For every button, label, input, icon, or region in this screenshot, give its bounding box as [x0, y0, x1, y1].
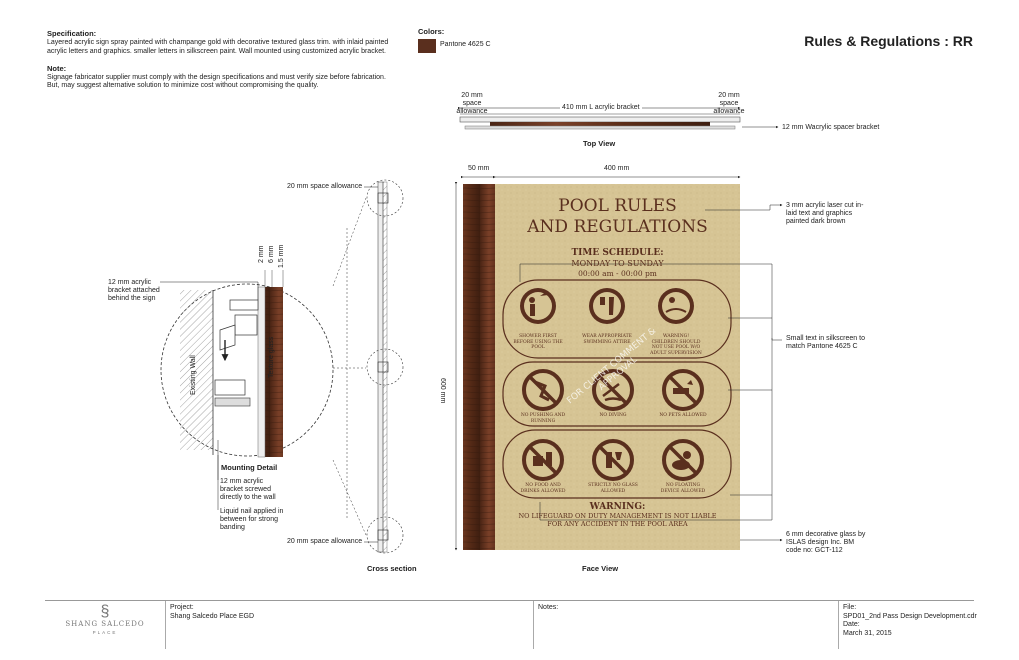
top-view-caption: Top View [583, 139, 616, 148]
spacer-bracket-label: 12 mm Wacrylic spacer bracket [782, 124, 880, 131]
logo-name: SHANG SALCEDO [65, 620, 145, 628]
bracket-behind-label: 12 mm acrylic bracket attached behind th… [108, 279, 160, 302]
existing-wall-label: Existing Wall [190, 355, 197, 395]
rule-text: NO PETS ALLOWED [659, 413, 707, 418]
liquid-nail-label: Liquid nail applied in between for stron… [220, 508, 284, 531]
cross-top-allowance-label: 20 mm space allowance [287, 183, 363, 190]
bracket-length-label: 410 mm L acrylic bracket [560, 104, 642, 112]
mounting-detail-drawing [160, 270, 334, 510]
title-block: § SHANG SALCEDO PLACE Project: Shang Sal… [45, 600, 977, 649]
face-view-caption: Face View [582, 564, 619, 573]
warning-heading: WARNING: [589, 502, 646, 512]
technical-drawing [160, 106, 783, 554]
date-value: March 31, 2015 [843, 629, 892, 637]
dim-400mm-label: 400 mm [604, 165, 630, 172]
schedule-heading: TIME SCHEDULE: [571, 248, 664, 258]
sign-panel [495, 184, 740, 550]
dim-2mm-label: 2 mm [258, 245, 265, 264]
notes-cell: Notes: [533, 601, 838, 649]
file-cell: File: SPD01_2nd Pass Design Development.… [838, 601, 977, 649]
no-floating-device-icon [662, 439, 704, 481]
note-heading: Note: [47, 63, 67, 73]
no-running-icon [522, 369, 564, 411]
notes-label: Notes: [538, 604, 559, 611]
logo-cell: § SHANG SALCEDO PLACE [45, 601, 165, 649]
page-title: Rules & Regulations : RR [804, 33, 973, 49]
texture-glass-label: Texture glass [268, 336, 275, 378]
top-right-allowance-label: 20 mm space allowance [713, 92, 745, 115]
warning-text: NO LIFEGUARD ON DUTY MANAGEMENT IS NOT L… [518, 512, 717, 528]
pantone-label: Pantone 4625 C [440, 41, 491, 48]
cross-section-caption: Cross section [367, 564, 417, 573]
project-label: Project: [170, 604, 194, 611]
child-swimming-icon [658, 288, 694, 324]
logo-mark-icon: § [100, 603, 110, 620]
decorative-glass-note: 6 mm decorative glass by ISLAS design In… [786, 531, 866, 554]
specification-text: Layered acrylic sign spray painted with … [47, 39, 389, 55]
face-view-drawing [454, 175, 783, 551]
colors-block: Colors: Pantone 4625 C [418, 27, 491, 53]
schedule-days: MONDAY TO SUNDAY [571, 259, 664, 268]
rule-text: WEAR APPROPRIATE SWIMMING ATTIRE [582, 334, 632, 345]
dim-50mm-label: 50 mm [468, 165, 490, 172]
dim-6mm-label: 6 mm [268, 245, 275, 264]
colors-heading: Colors: [418, 27, 445, 36]
specification-heading: Specification: [47, 29, 97, 38]
rule-text: NO DIVING [599, 413, 627, 418]
note-text: Signage fabricator supplier must comply … [47, 74, 386, 90]
silkscreen-note: Small text in silkscreen to match Panton… [786, 335, 865, 350]
pantone-swatch [418, 39, 436, 53]
no-diving-icon [592, 369, 634, 411]
rule-text: SHOWER FIRST BEFORE USING THE POOL [513, 334, 563, 350]
rule-text: NO PUSHING AND RUNNING [520, 413, 566, 424]
no-glass-icon [592, 439, 634, 481]
file-value: SPD01_2nd Pass Design Development.cdr [843, 612, 977, 620]
cross-bottom-allowance-label: 20 mm space allowance [287, 538, 363, 545]
wood-trim [463, 184, 495, 550]
rule-text: WARNING! CHILDREN SHOULD NOT USE POOL W/… [650, 334, 702, 356]
rule-text: NO FOOD AND DRINKS ALLOWED [520, 483, 566, 494]
sign-title-line2: AND REGULATIONS [527, 217, 708, 237]
project-cell: Project: Shang Salcedo Place EGD [165, 601, 533, 649]
schedule-hours: 00:00 am - 00:00 pm [578, 269, 657, 278]
logo-sub: PLACE [92, 629, 118, 635]
no-food-icon [522, 439, 564, 481]
project-value: Shang Salcedo Place EGD [170, 612, 255, 620]
shower-icon [520, 288, 556, 324]
dim-1-5mm-label: 1.5 mm [278, 244, 285, 268]
specification-block: Specification: Layered acrylic sign spra… [47, 29, 397, 91]
rule-icons [520, 288, 704, 481]
top-left-allowance-label: 20 mm space allowance [456, 92, 488, 115]
swimsuit-icon [589, 288, 625, 324]
rule-text: STRICTLY NO GLASS ALLOWED [588, 483, 638, 494]
dim-600mm-label: 600 mm [439, 378, 446, 404]
cross-section-drawing [332, 179, 404, 554]
file-label: File: [843, 604, 857, 611]
bracket-screwed-label: 12 mm acrylic bracket screwed directly t… [220, 478, 276, 501]
sign-title-line1: POOL RULES [558, 196, 677, 216]
laser-cut-note: 3 mm acrylic laser cut in-laid text and … [786, 202, 864, 225]
date-label: Date: [843, 621, 860, 628]
rule-text: NO FLOATING DEVICE ALLOWED [660, 483, 706, 494]
mounting-detail-caption: Mounting Detail [221, 463, 278, 472]
no-pets-icon [662, 369, 704, 411]
